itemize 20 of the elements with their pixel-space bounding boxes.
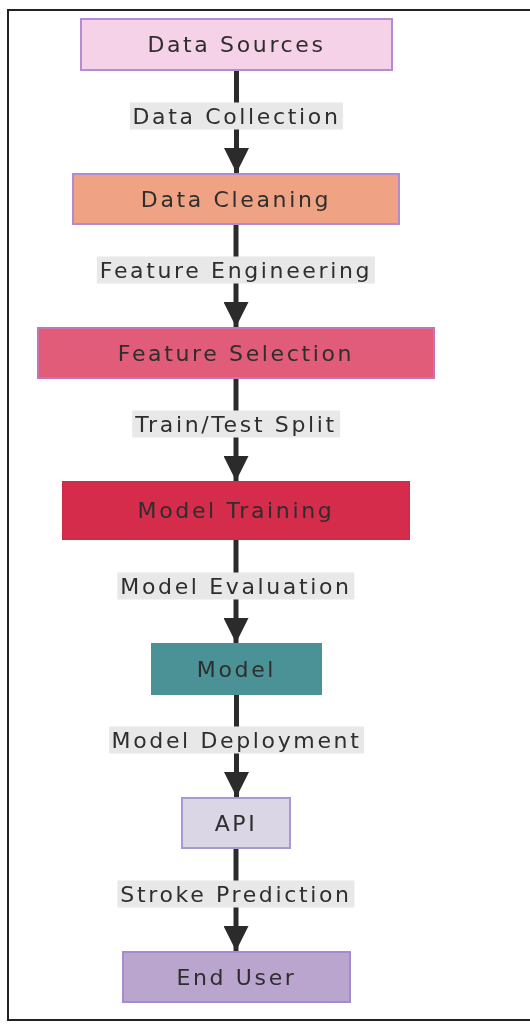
process-box [122, 951, 351, 1003]
process-box [151, 643, 322, 695]
edge-label: Model Deployment [108, 726, 365, 754]
process-box [62, 481, 410, 540]
edge-label: Model Evaluation [117, 572, 355, 599]
box-label: API [214, 810, 258, 836]
edge-label: Stroke Prediction [117, 880, 355, 908]
process-box [181, 797, 291, 849]
process-box [72, 173, 400, 225]
process-box [80, 18, 393, 71]
edge-label: Data Collection [129, 102, 344, 130]
box-label: Data Cleaning [140, 186, 332, 212]
edge-label: Train/Test Split [132, 410, 340, 438]
box-label: Feature Selection [117, 340, 355, 366]
process-box [37, 327, 435, 379]
box-label: Model [196, 656, 277, 682]
box-label: Model Training [137, 498, 335, 523]
edge-label: Feature Engineering [96, 256, 376, 284]
box-label: Data Sources [147, 32, 326, 57]
box-label: End User [176, 964, 297, 990]
